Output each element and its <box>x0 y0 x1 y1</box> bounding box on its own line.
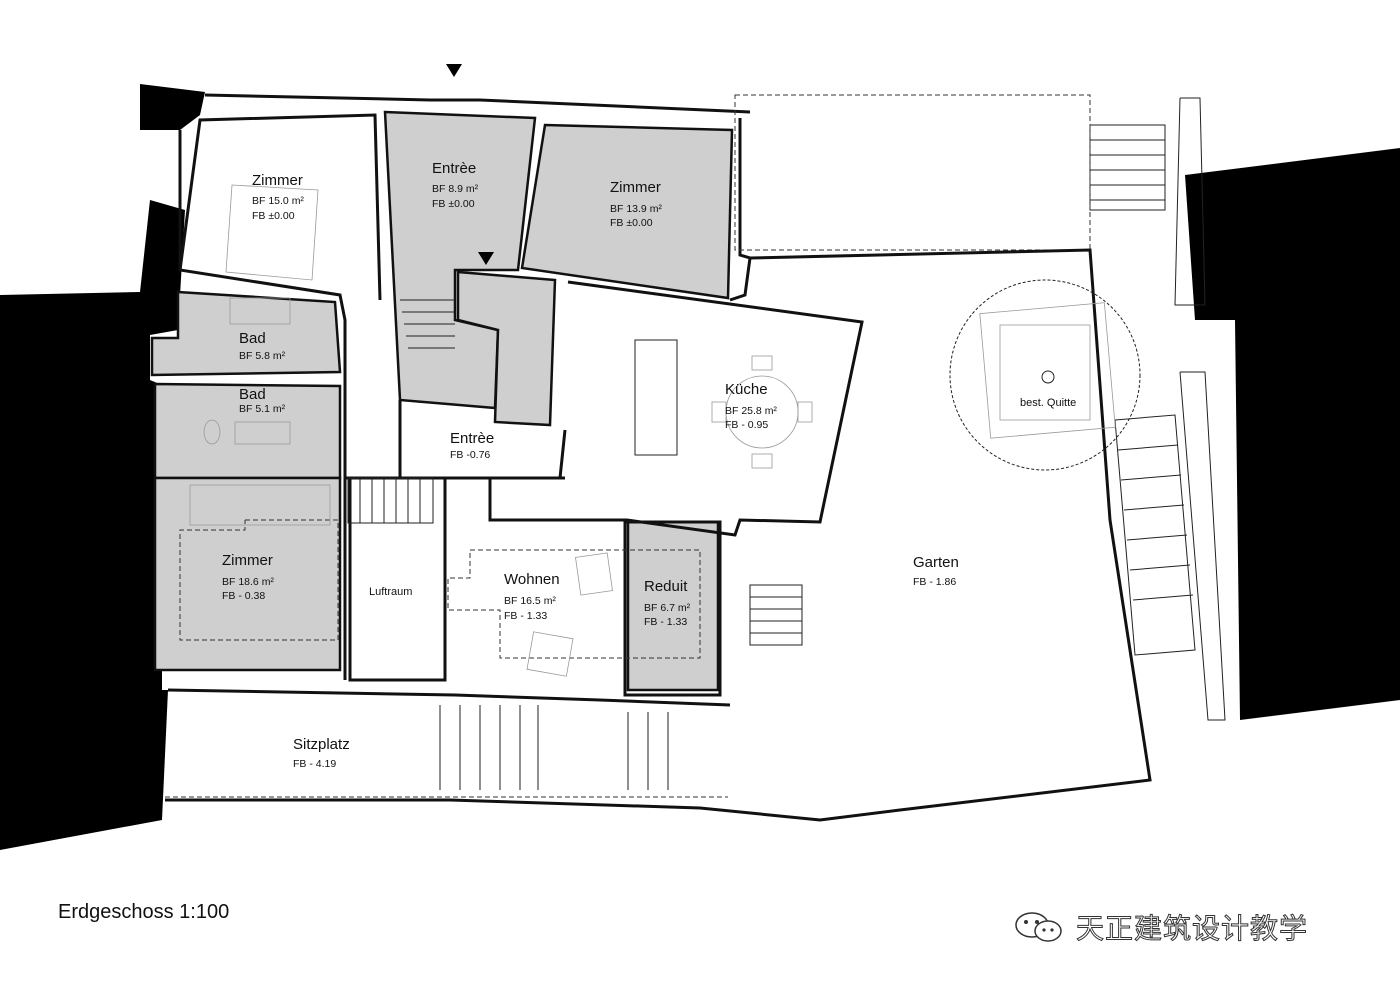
room-name: Reduit <box>644 578 688 595</box>
chair <box>751 453 773 469</box>
room-floor-level: FB - 0.38 <box>222 590 265 602</box>
room-floor-level: FB - 1.33 <box>504 610 547 622</box>
watermark-text: 天正建筑设计教学 <box>1075 912 1309 946</box>
room-floor-level: FB - 1.33 <box>644 616 687 628</box>
wechat-icon <box>1015 912 1062 942</box>
room-floor-level: FB - 4.19 <box>293 758 336 770</box>
room-area: BF 25.8 m² <box>725 405 777 417</box>
stair-terrace <box>1089 124 1166 211</box>
room-bad-2: Bad BF 5.1 m² <box>239 386 286 415</box>
room-name: Entrèe <box>450 430 494 447</box>
neighbour-building-right <box>1185 148 1400 720</box>
chair <box>751 355 773 371</box>
zimmer-upper-left-walls <box>178 113 382 301</box>
watermark: 天正建筑设计教学 <box>1010 907 1308 947</box>
stair-luftraum <box>347 477 434 524</box>
room-floor-level: FB ±0.00 <box>610 217 653 229</box>
room-area: BF 18.6 m² <box>222 576 274 588</box>
tree-name: best. Quitte <box>1020 397 1076 409</box>
stair-sitzplatz <box>439 705 669 790</box>
stair-entree <box>400 299 455 349</box>
room-name: Küche <box>725 381 768 398</box>
neighbour-building-left <box>0 200 185 850</box>
chair <box>797 401 813 423</box>
bathtub <box>234 421 291 445</box>
room-fill-stair-core <box>456 270 557 427</box>
room-name: Bad <box>239 330 266 347</box>
entrance-arrow-icon <box>446 64 462 77</box>
room-fill-zimmer-lower <box>153 476 342 672</box>
room-name: Zimmer <box>252 172 303 189</box>
area-garten: Garten FB - 1.86 <box>913 554 959 588</box>
room-zimmer-2: Zimmer BF 13.9 m² FB ±0.00 <box>610 179 662 229</box>
room-entree-2: Entrèe FB -0.76 <box>450 430 494 461</box>
room-zimmer-1: Zimmer BF 15.0 m² FB ±0.00 <box>252 172 304 222</box>
room-area: BF 15.0 m² <box>252 195 304 207</box>
room-area: BF 13.9 m² <box>610 203 662 215</box>
chair <box>711 401 727 423</box>
room-entree-1: Entrèe BF 8.9 m² FB ±0.00 <box>432 160 479 210</box>
room-reduit: Reduit BF 6.7 m² FB - 1.33 <box>644 578 691 628</box>
room-area: BF 8.9 m² <box>432 183 479 195</box>
room-name: Zimmer <box>222 552 273 569</box>
room-name: Luftraum <box>369 586 412 598</box>
wohnen-rug-outline <box>447 549 701 659</box>
room-name: Zimmer <box>610 179 661 196</box>
kitchen-island <box>634 339 678 456</box>
room-bad-1: Bad BF 5.8 m² <box>239 330 286 362</box>
area-sitzplatz: Sitzplatz FB - 4.19 <box>293 736 350 770</box>
room-name: Entrèe <box>432 160 476 177</box>
room-area: BF 5.1 m² <box>239 403 286 415</box>
room-wohnen: Wohnen BF 16.5 m² FB - 1.33 <box>504 571 560 622</box>
room-luftraum: Luftraum <box>369 586 412 598</box>
outer-wall-west <box>178 130 347 680</box>
room-name: Sitzplatz <box>293 736 350 753</box>
room-floor-level: FB - 0.95 <box>725 419 768 431</box>
room-name: Bad <box>239 386 266 403</box>
garden-outline <box>165 248 1152 822</box>
entrance-arrow-icon <box>478 252 494 265</box>
tree-label: best. Quitte <box>1020 397 1076 409</box>
room-kueche: Küche BF 25.8 m² FB - 0.95 <box>725 381 777 431</box>
bed <box>189 484 331 526</box>
room-floor-level: FB -0.76 <box>450 449 490 461</box>
bathtub <box>229 297 291 325</box>
bed <box>225 184 319 281</box>
quince-tree <box>949 279 1141 471</box>
room-floor-level: FB - 1.86 <box>913 576 956 588</box>
room-floor-level: FB ±0.00 <box>432 198 475 210</box>
room-area: BF 6.7 m² <box>644 602 691 614</box>
room-fill-zimmer-upper-right <box>520 123 734 300</box>
garden-east-boundary <box>1174 97 1206 306</box>
room-area: BF 16.5 m² <box>504 595 556 607</box>
room-floor-level: FB ±0.00 <box>252 210 295 222</box>
drawing-title: Erdgeschoss 1:100 <box>58 901 230 923</box>
room-fill-bad-upper <box>150 290 342 377</box>
terrace-pergola-outline <box>734 94 1091 251</box>
outer-wall-south <box>167 688 731 707</box>
toilet <box>203 419 221 445</box>
stair-garden-east <box>1114 414 1196 656</box>
neighbour-building-top-left <box>140 84 205 130</box>
room-name: Garten <box>913 554 959 571</box>
zimmer-lower-furniture <box>179 519 339 641</box>
sofa <box>575 552 613 596</box>
outer-wall-north <box>204 93 751 114</box>
armchair <box>526 631 574 677</box>
stair-garden <box>749 584 803 646</box>
room-name: Wohnen <box>504 571 560 588</box>
garden-east-boundary-lower <box>1179 371 1226 721</box>
room-area: BF 5.8 m² <box>239 350 286 362</box>
room-zimmer-3: Zimmer BF 18.6 m² FB - 0.38 <box>222 552 274 602</box>
outer-wall-east <box>729 118 752 302</box>
wohnen-east-wall <box>623 520 722 697</box>
